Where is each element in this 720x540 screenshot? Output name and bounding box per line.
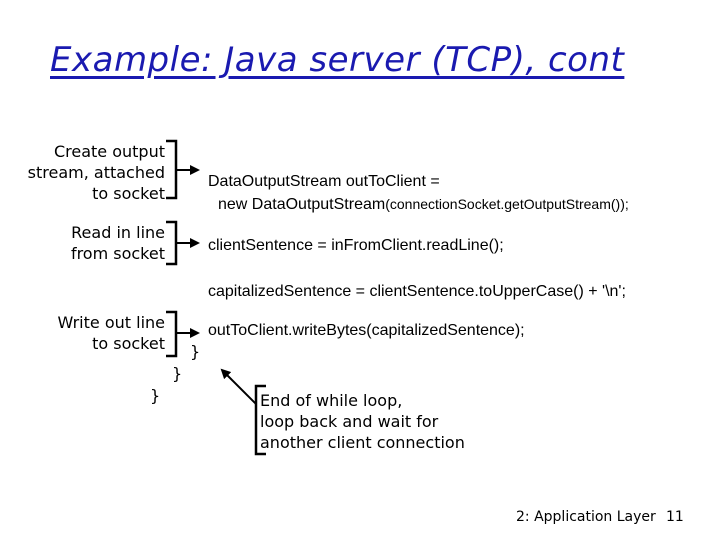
- annotation-line: to socket: [92, 334, 165, 353]
- code-line-1: DataOutputStream outToClient =: [208, 173, 440, 190]
- arrow-end-loop: [220, 368, 257, 405]
- footer-section: 2: Application Layer: [516, 509, 656, 525]
- code-line-3: clientSentence = inFromClient.readLine()…: [208, 237, 504, 254]
- annotation-line: loop back and wait for: [260, 412, 439, 431]
- slide-title: Example: Java server (TCP), cont: [50, 40, 625, 80]
- annotation-read-line: Read in line from socket: [71, 222, 165, 264]
- code-line-4: capitalizedSentence = clientSentence.toU…: [208, 283, 626, 300]
- code-fragment: (connectionSocket.getOutputStream());: [385, 196, 629, 212]
- bracket-write-line: [166, 310, 178, 358]
- bracket-end-loop: [254, 384, 266, 456]
- bracket-create-output: [166, 139, 178, 200]
- annotation-create-output: Create output stream, attached to socket: [28, 141, 165, 204]
- annotation-line: another client connection: [260, 433, 465, 452]
- code-line-2: new DataOutputStream(connectionSocket.ge…: [218, 194, 629, 215]
- bracket-read-line: [166, 220, 178, 266]
- annotation-line: from socket: [70, 244, 165, 263]
- closing-brace-middle: }: [172, 364, 183, 383]
- annotation-line: Write out line: [57, 313, 166, 332]
- footer-page-number: 11: [666, 509, 684, 525]
- code-line-5: outToClient.writeBytes(capitalizedSenten…: [208, 322, 525, 339]
- annotation-line: Read in line: [71, 223, 165, 242]
- annotation-line: to socket: [92, 184, 165, 203]
- code-fragment: new DataOutputStream: [218, 196, 386, 213]
- annotation-line: End of while loop,: [260, 391, 403, 410]
- annotation-line: stream, attached: [27, 163, 165, 182]
- closing-brace-inner: }: [190, 342, 201, 361]
- annotation-end-loop: End of while loop, loop back and wait fo…: [260, 390, 465, 453]
- annotation-line: Create output: [53, 142, 165, 161]
- closing-brace-outer: }: [150, 386, 161, 405]
- annotation-write-line: Write out line to socket: [58, 312, 166, 354]
